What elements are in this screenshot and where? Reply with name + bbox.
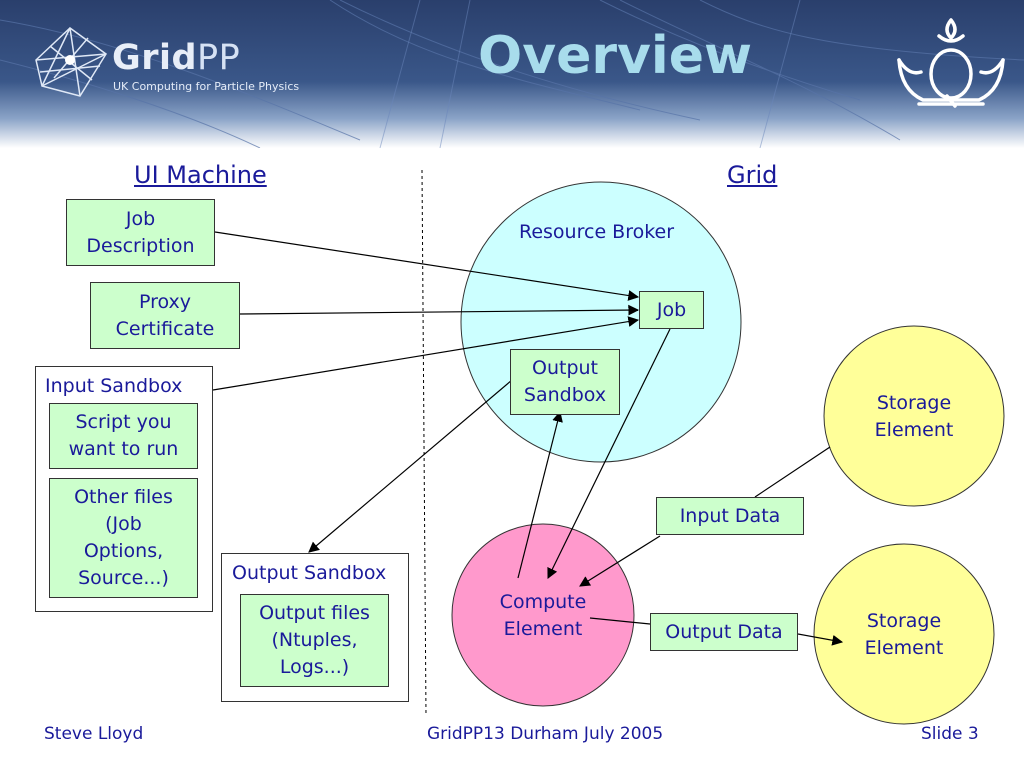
storage-element-1-label: Storage Element [874, 392, 954, 441]
storage-element-1-circle [823, 325, 1005, 507]
script-box: Script you want to run [49, 403, 198, 469]
gridpp-globe-icon [35, 27, 108, 97]
job-box: Job [639, 291, 704, 329]
ui-machine-heading: UI Machine [134, 161, 267, 189]
job-description-box: Job Description [66, 199, 215, 266]
divider-line [421, 169, 427, 717]
footer-slide-number: Slide 3 [921, 724, 979, 744]
compute-element-label: Compute Element [499, 591, 587, 640]
output-files-box: Output files (Ntuples, Logs...) [240, 594, 389, 687]
compute-element-circle [451, 523, 635, 707]
rb-output-sandbox-box: Output Sandbox [510, 349, 620, 415]
storage-element-2-circle [813, 543, 995, 725]
slide-title: Overview [478, 26, 753, 86]
other-files-box: Other files (Job Options, Source...) [49, 478, 198, 598]
footer-author: Steve Lloyd [44, 724, 144, 744]
crown-crest-icon [897, 18, 1005, 108]
logo-subtitle: UK Computing for Particle Physics [113, 80, 300, 93]
arrow-job-description-to-job [214, 231, 640, 301]
gridpp-logo-text: GridPP [112, 38, 241, 78]
header-background-art [0, 0, 1024, 148]
output-sandbox-label: Output Sandbox [232, 562, 387, 584]
resource-broker-label: Resource Broker [519, 221, 675, 243]
line-storage-to-input-data [754, 446, 831, 498]
arrow-output-data-to-storage [797, 633, 844, 646]
arrow-proxy-to-job [239, 304, 640, 316]
slide-header: GridPP UK Computing for Particle Physics… [0, 0, 1024, 148]
input-data-box: Input Data [656, 497, 804, 535]
output-data-box: Output Data [650, 613, 798, 651]
arrow-input-sandbox-to-job [212, 316, 640, 391]
arrow-input-data-to-compute [579, 535, 661, 587]
footer-event: GridPP13 Durham July 2005 [427, 724, 664, 744]
proxy-certificate-box: Proxy Certificate [90, 282, 240, 349]
line-compute-to-output-data [589, 617, 651, 625]
arrow-compute-to-output-sandbox [517, 410, 563, 579]
input-sandbox-label: Input Sandbox [45, 375, 183, 397]
arrow-output-sandbox-to-ui [308, 379, 513, 553]
storage-element-2-label: Storage Element [864, 610, 944, 659]
arrow-job-to-compute [547, 328, 671, 579]
grid-heading: Grid [727, 161, 778, 189]
